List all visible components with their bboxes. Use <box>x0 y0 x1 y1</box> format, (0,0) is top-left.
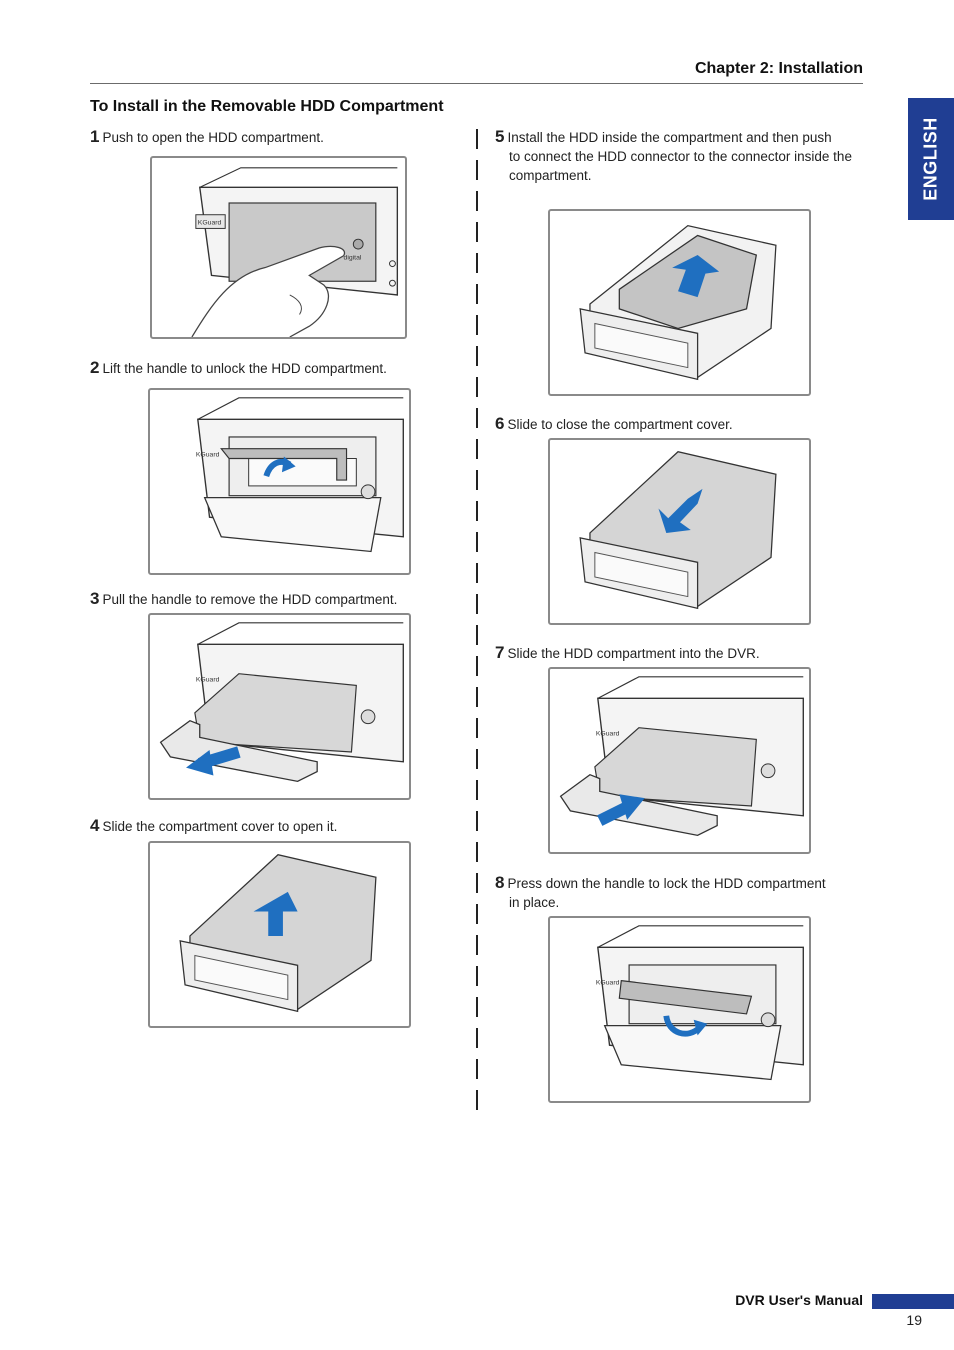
step-4-number: 4 <box>90 816 100 835</box>
step-1-number: 1 <box>90 127 100 146</box>
step-4-illustration <box>148 841 411 1028</box>
step-1-panel-label: digital <box>344 255 362 262</box>
step-6-instruction: Slide to close the compartment cover. <box>507 417 733 432</box>
step-1-brand-label: KGuard <box>198 220 222 227</box>
step-4-instruction: Slide the compartment cover to open it. <box>102 819 338 834</box>
step-8-instruction-continued: in place. <box>509 895 560 910</box>
language-tab-label: ENGLISH <box>920 117 941 201</box>
section-title: To Install in the Removable HDD Compartm… <box>90 98 444 115</box>
column-divider <box>476 129 478 1114</box>
page-number: 19 <box>906 1312 922 1328</box>
step-5-illustration <box>548 209 811 396</box>
step-8-illustration: KGuard <box>548 916 811 1103</box>
step-7-illustration: KGuard <box>548 667 811 854</box>
manual-title: DVR User's Manual <box>735 1292 863 1308</box>
footer-accent-bar <box>872 1294 954 1309</box>
step-1-instruction: Push to open the HDD compartment. <box>102 130 324 145</box>
step-3-instruction: Pull the handle to remove the HDD compar… <box>102 592 398 607</box>
step-5-instruction-continued: to connect the HDD connector to the conn… <box>509 149 852 183</box>
chapter-heading: Chapter 2: Installation <box>694 60 863 77</box>
step-7-number: 7 <box>495 643 505 662</box>
step-3-brand-label: KGuard <box>196 677 220 684</box>
language-tab: ENGLISH <box>908 98 954 220</box>
step-2-illustration: KGuard <box>148 388 411 575</box>
step-6-number: 6 <box>495 414 505 433</box>
step-6-illustration <box>548 438 811 625</box>
step-5-number: 5 <box>495 127 505 146</box>
header-rule <box>90 83 863 84</box>
step-8-brand-label: KGuard <box>596 980 620 987</box>
step-5-instruction: Install the HDD inside the compartment a… <box>507 130 832 145</box>
step-3-number: 3 <box>90 589 100 608</box>
step-1-illustration: KGuard digital <box>150 156 407 339</box>
step-2-number: 2 <box>90 358 100 377</box>
step-2-brand-label: KGuard <box>196 452 220 459</box>
step-7-brand-label: KGuard <box>596 731 620 738</box>
step-8-instruction: Press down the handle to lock the HDD co… <box>507 876 826 891</box>
step-8-number: 8 <box>495 873 505 892</box>
step-7-instruction: Slide the HDD compartment into the DVR. <box>507 646 760 661</box>
step-2-instruction: Lift the handle to unlock the HDD compar… <box>102 361 387 376</box>
step-3-illustration: KGuard <box>148 613 411 800</box>
